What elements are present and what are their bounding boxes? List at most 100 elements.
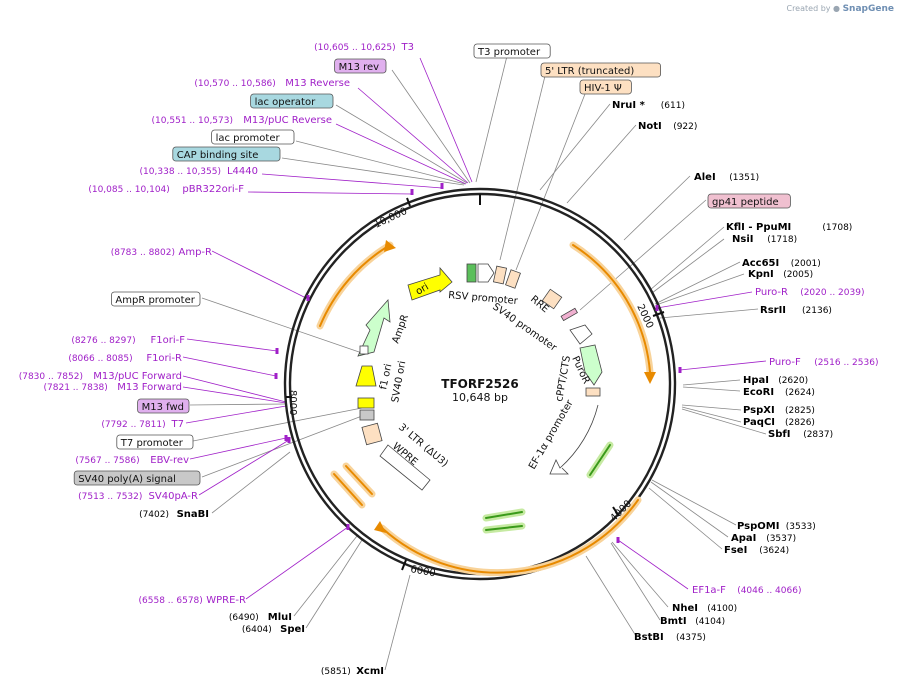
coords-sv40pa-r: (7513 .. 7532) [78, 492, 142, 502]
orf-arrows [316, 240, 656, 577]
coords-fsei: (3624) [759, 546, 789, 556]
label-ampr-promoter: AmpR promoter [115, 295, 195, 306]
backbone-outer-ring [283, 187, 677, 581]
label-apai: ApaI [731, 533, 756, 544]
label-mlui: MluI [268, 612, 292, 623]
label-cap-binding-site: CAP binding site [177, 150, 259, 161]
label-pbr322ori-f: pBR322ori-F [182, 184, 244, 195]
label-m13-rev: M13 rev [339, 62, 380, 73]
label-acc65i: Acc65I [742, 258, 779, 269]
coords-amp-r: (8783 .. 8802) [111, 248, 175, 258]
label-m13-forward: M13 Forward [117, 382, 182, 393]
ef1a-promoter-arrow [549, 404, 599, 475]
label-gp41-peptide: gp41 peptide [712, 197, 779, 208]
coords-m13-puc-reverse: (10,551 .. 10,573) [152, 116, 233, 126]
coords-noti: (922) [673, 122, 697, 132]
tick-label-8000: 8000 [287, 390, 298, 415]
coords-l4440: (10,338 .. 10,355) [140, 167, 221, 177]
label-m13-fwd-box [137, 398, 190, 414]
cppt-block [585, 387, 601, 397]
coords-pbr322ori-f: (10,085 .. 10,104) [88, 185, 169, 195]
primer-mark [287, 437, 291, 443]
coords-nsii: (1718) [767, 235, 797, 245]
label-alei: AleI [694, 172, 716, 183]
primer-mark [410, 189, 414, 195]
ampr-arrow [357, 299, 391, 357]
coords-puro-f: (2516 .. 2536) [814, 358, 878, 368]
label-m13-fwd: M13 fwd [142, 402, 184, 413]
coords-kpni: (2005) [783, 270, 813, 280]
primer-mark [678, 367, 682, 373]
puror-arrow [579, 344, 603, 386]
label-ebv-rev: EBV-rev [150, 455, 189, 466]
position-ticks [286, 194, 665, 571]
label-nrui: NruI * [612, 100, 646, 111]
primer-mark [284, 435, 288, 441]
primer-mark [440, 183, 444, 189]
f1-ori-arrow [355, 365, 377, 387]
label-xcmi: XcmI [356, 666, 384, 677]
orf-arrowhead [644, 372, 656, 384]
coords-m13-reverse: (10,570 .. 10,586) [194, 79, 275, 89]
label-cap-binding-site-box [172, 146, 281, 162]
label-puro-f: Puro-F [769, 357, 801, 368]
credit-prefix: Created by [786, 4, 831, 13]
leader-lines [182, 55, 767, 671]
label-ef1a-promoter: EF-1α promoter [527, 397, 576, 471]
coords-bmti: (4104) [695, 617, 725, 627]
label-gp41-peptide-box [707, 193, 791, 209]
coords-ebv-rev: (7567 .. 7586) [75, 456, 139, 466]
wpre-block [379, 444, 431, 491]
coords-nhei: (4100) [707, 604, 737, 614]
label-ampr: AmpR [390, 313, 411, 345]
label-nhei: NheI [672, 603, 698, 614]
rre-block [541, 288, 563, 310]
primer-mark [346, 524, 350, 530]
coords-kfli-ppumi: (1708) [822, 223, 852, 233]
label-f1ori-r: F1ori-R [146, 353, 182, 364]
label-pspomi: PspOMI [737, 521, 779, 532]
label-rsv-promoter: RSV promoter [448, 290, 519, 307]
coords-nrui: (611) [661, 101, 685, 111]
ampr-promoter-block [359, 345, 369, 355]
label-m13-reverse: M13 Reverse [285, 78, 350, 89]
coords-m13-puc-forward: (7830 .. 7852) [19, 372, 83, 382]
label-sv40-promoter: SV40 promoter [490, 301, 559, 354]
plasmid-size: 10,648 bp [452, 391, 508, 404]
coords-hpai: (2620) [778, 376, 808, 386]
primer-mark [306, 295, 310, 301]
primer-mark [275, 348, 279, 354]
psi-block [505, 269, 521, 289]
plasmid-name: TFORF2526 [441, 377, 518, 391]
coords-mlui: (6490) [229, 613, 259, 623]
label-lac-promoter-box [211, 129, 295, 145]
coords-pspomi: (3533) [786, 522, 816, 532]
label-snabi: SnaBI [177, 509, 209, 520]
ltr3-block [361, 422, 383, 446]
inner-features [355, 263, 603, 491]
tick-label-6000: 6000 [409, 564, 436, 579]
coords-spei: (6404) [242, 625, 272, 635]
label-pspxi: PspXI [743, 405, 775, 416]
primer-mark [655, 305, 659, 311]
coords-acc65i: (2001) [791, 259, 821, 269]
coords-paqci: (2826) [785, 418, 815, 428]
label-t7: T7 [171, 419, 184, 430]
lac-feature-block [466, 263, 477, 283]
label-ef1a-f: EF1a-F [692, 585, 726, 596]
label-nsii: NsiI [732, 234, 753, 245]
coords-alei: (1351) [729, 173, 759, 183]
coords-wpre-r: (6558 .. 6578) [139, 596, 203, 606]
label-l4440: L4440 [227, 166, 258, 177]
label-bmti: BmtI [660, 616, 687, 627]
label-ampr-promoter-box [111, 291, 201, 307]
coords-apai: (3537) [766, 534, 796, 544]
coords-ef1a-f: (4046 .. 4066) [737, 586, 801, 596]
label-5-ltr-truncated: 5' LTR (truncated) [545, 66, 634, 77]
coords-xcmi: (5851) [321, 667, 351, 677]
coords-puro-r: (2020 .. 2039) [800, 288, 864, 298]
coords-ecori: (2624) [785, 388, 815, 398]
coords-pspxi: (2825) [785, 406, 815, 416]
label-t3-promoter: T3 promoter [477, 47, 541, 58]
